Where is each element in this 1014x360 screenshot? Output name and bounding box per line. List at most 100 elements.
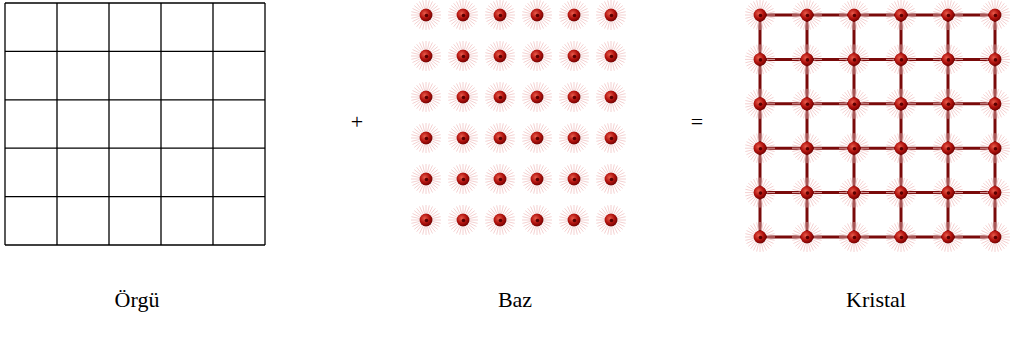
atom bbox=[485, 41, 515, 71]
atom-halo bbox=[426, 145, 427, 153]
atom-halo bbox=[412, 100, 419, 103]
atom-core bbox=[457, 9, 470, 22]
atom-center bbox=[610, 219, 614, 223]
atom-halo bbox=[903, 66, 905, 74]
atom-halo bbox=[463, 205, 464, 213]
bond-line bbox=[759, 15, 762, 237]
atom-halo bbox=[903, 0, 905, 8]
atom-halo bbox=[465, 22, 467, 30]
atom-halo bbox=[762, 134, 764, 142]
atom-halo bbox=[887, 18, 894, 21]
atom-halo bbox=[460, 63, 462, 71]
atom-halo bbox=[463, 0, 464, 8]
atom-halo bbox=[903, 155, 905, 163]
atom-halo bbox=[807, 200, 808, 208]
atom-halo bbox=[423, 145, 425, 153]
atom-halo bbox=[898, 22, 900, 30]
atom-halo bbox=[851, 134, 853, 142]
atom-halo bbox=[537, 0, 538, 8]
atom-halo bbox=[814, 56, 822, 58]
atom-halo bbox=[753, 90, 756, 97]
atom bbox=[980, 133, 1010, 163]
atom-halo bbox=[767, 194, 775, 196]
atom-halo bbox=[945, 155, 947, 163]
atom-halo bbox=[861, 61, 869, 63]
atom-halo bbox=[544, 15, 552, 16]
atom-halo bbox=[507, 94, 515, 96]
atom-halo bbox=[540, 21, 543, 28]
atom-halo bbox=[886, 15, 894, 16]
atom-halo bbox=[894, 90, 897, 97]
atom-center bbox=[994, 58, 998, 62]
atom-halo bbox=[544, 135, 552, 137]
atom-halo bbox=[933, 148, 941, 149]
atom bbox=[485, 123, 515, 153]
atom-halo bbox=[856, 134, 858, 142]
atom-halo bbox=[898, 89, 900, 97]
atom-halo bbox=[613, 41, 615, 49]
atom-halo bbox=[522, 138, 530, 139]
atom-halo bbox=[411, 97, 419, 98]
atom-halo bbox=[762, 66, 764, 74]
atom bbox=[980, 44, 1010, 74]
atom-center bbox=[806, 58, 810, 62]
atom-halo bbox=[460, 41, 462, 49]
atom-halo bbox=[469, 49, 476, 52]
bond-line bbox=[947, 15, 950, 237]
atom-halo bbox=[465, 82, 467, 90]
atom-halo bbox=[604, 83, 607, 90]
atom-core bbox=[942, 53, 955, 66]
atom-halo bbox=[1002, 103, 1010, 104]
atom-halo bbox=[945, 66, 947, 74]
atom-halo bbox=[792, 17, 800, 19]
atom-halo bbox=[567, 1, 570, 8]
atom-halo bbox=[792, 150, 800, 152]
lattice-line bbox=[5, 2, 265, 3]
atom-halo bbox=[522, 15, 530, 16]
atom-halo bbox=[497, 104, 499, 112]
atom-halo bbox=[596, 220, 604, 221]
atom-halo bbox=[506, 8, 513, 11]
atom-halo bbox=[854, 44, 855, 52]
atom-halo bbox=[507, 12, 515, 14]
atom-halo bbox=[456, 165, 459, 172]
atom-halo bbox=[792, 12, 800, 14]
atom-halo bbox=[412, 18, 419, 21]
atom-halo bbox=[577, 62, 580, 69]
atom-halo bbox=[839, 59, 847, 60]
atom bbox=[839, 178, 869, 208]
atom-halo bbox=[423, 104, 425, 112]
atom-halo bbox=[807, 178, 808, 186]
atom-halo bbox=[469, 172, 476, 175]
atom-halo bbox=[466, 144, 469, 151]
atom-halo bbox=[560, 100, 567, 103]
atom-halo bbox=[941, 46, 944, 53]
atom-halo bbox=[901, 89, 902, 97]
atom-halo bbox=[540, 185, 543, 192]
atom-halo bbox=[433, 176, 441, 178]
atom-halo bbox=[810, 110, 813, 117]
atom bbox=[886, 178, 916, 208]
atom-halo bbox=[456, 42, 459, 49]
atom-halo bbox=[559, 97, 567, 98]
atom-halo bbox=[860, 53, 867, 56]
atom-halo bbox=[530, 124, 533, 131]
atom-center bbox=[462, 96, 466, 100]
atom-halo bbox=[860, 142, 867, 145]
atom-halo bbox=[814, 12, 822, 14]
atom-halo bbox=[745, 192, 753, 193]
atom-halo bbox=[901, 0, 902, 8]
atom-halo bbox=[839, 103, 847, 104]
atom-halo bbox=[997, 89, 999, 97]
atom-center bbox=[536, 14, 540, 18]
atom-halo bbox=[432, 90, 439, 93]
atom-core bbox=[457, 173, 470, 186]
atom-halo bbox=[950, 0, 952, 8]
atom-halo bbox=[804, 0, 806, 8]
atom-halo bbox=[810, 155, 813, 162]
atom-halo bbox=[433, 15, 441, 16]
atom-halo bbox=[465, 104, 467, 112]
atom-halo bbox=[500, 145, 501, 153]
atom bbox=[980, 89, 1010, 119]
atom-halo bbox=[980, 12, 988, 14]
